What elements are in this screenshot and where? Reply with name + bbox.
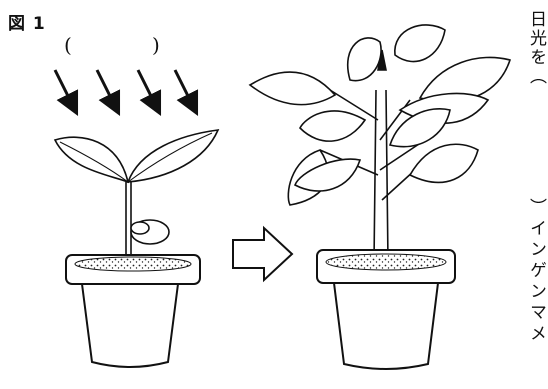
grown-leaf bbox=[410, 144, 478, 182]
grown-leaf bbox=[250, 72, 335, 105]
left-pot bbox=[66, 255, 200, 367]
grown-leaf bbox=[300, 111, 365, 141]
grown-leaf bbox=[348, 38, 381, 81]
seedling-leaf-right bbox=[128, 130, 218, 182]
grown-plant bbox=[250, 25, 510, 262]
sunlight-arrow bbox=[175, 70, 194, 108]
sunlight-arrow bbox=[97, 70, 116, 108]
seedling-plant bbox=[55, 130, 218, 262]
grown-stem bbox=[374, 90, 388, 262]
sunlight-arrow bbox=[138, 70, 157, 108]
seedling-leaf-left bbox=[55, 137, 128, 182]
right-pot bbox=[317, 250, 455, 369]
sunlight-arrows bbox=[55, 70, 194, 108]
grown-leaf bbox=[395, 25, 445, 62]
sunlight-arrow bbox=[55, 70, 74, 108]
transition-arrow-icon bbox=[233, 228, 292, 280]
seedling-stem bbox=[126, 182, 131, 262]
